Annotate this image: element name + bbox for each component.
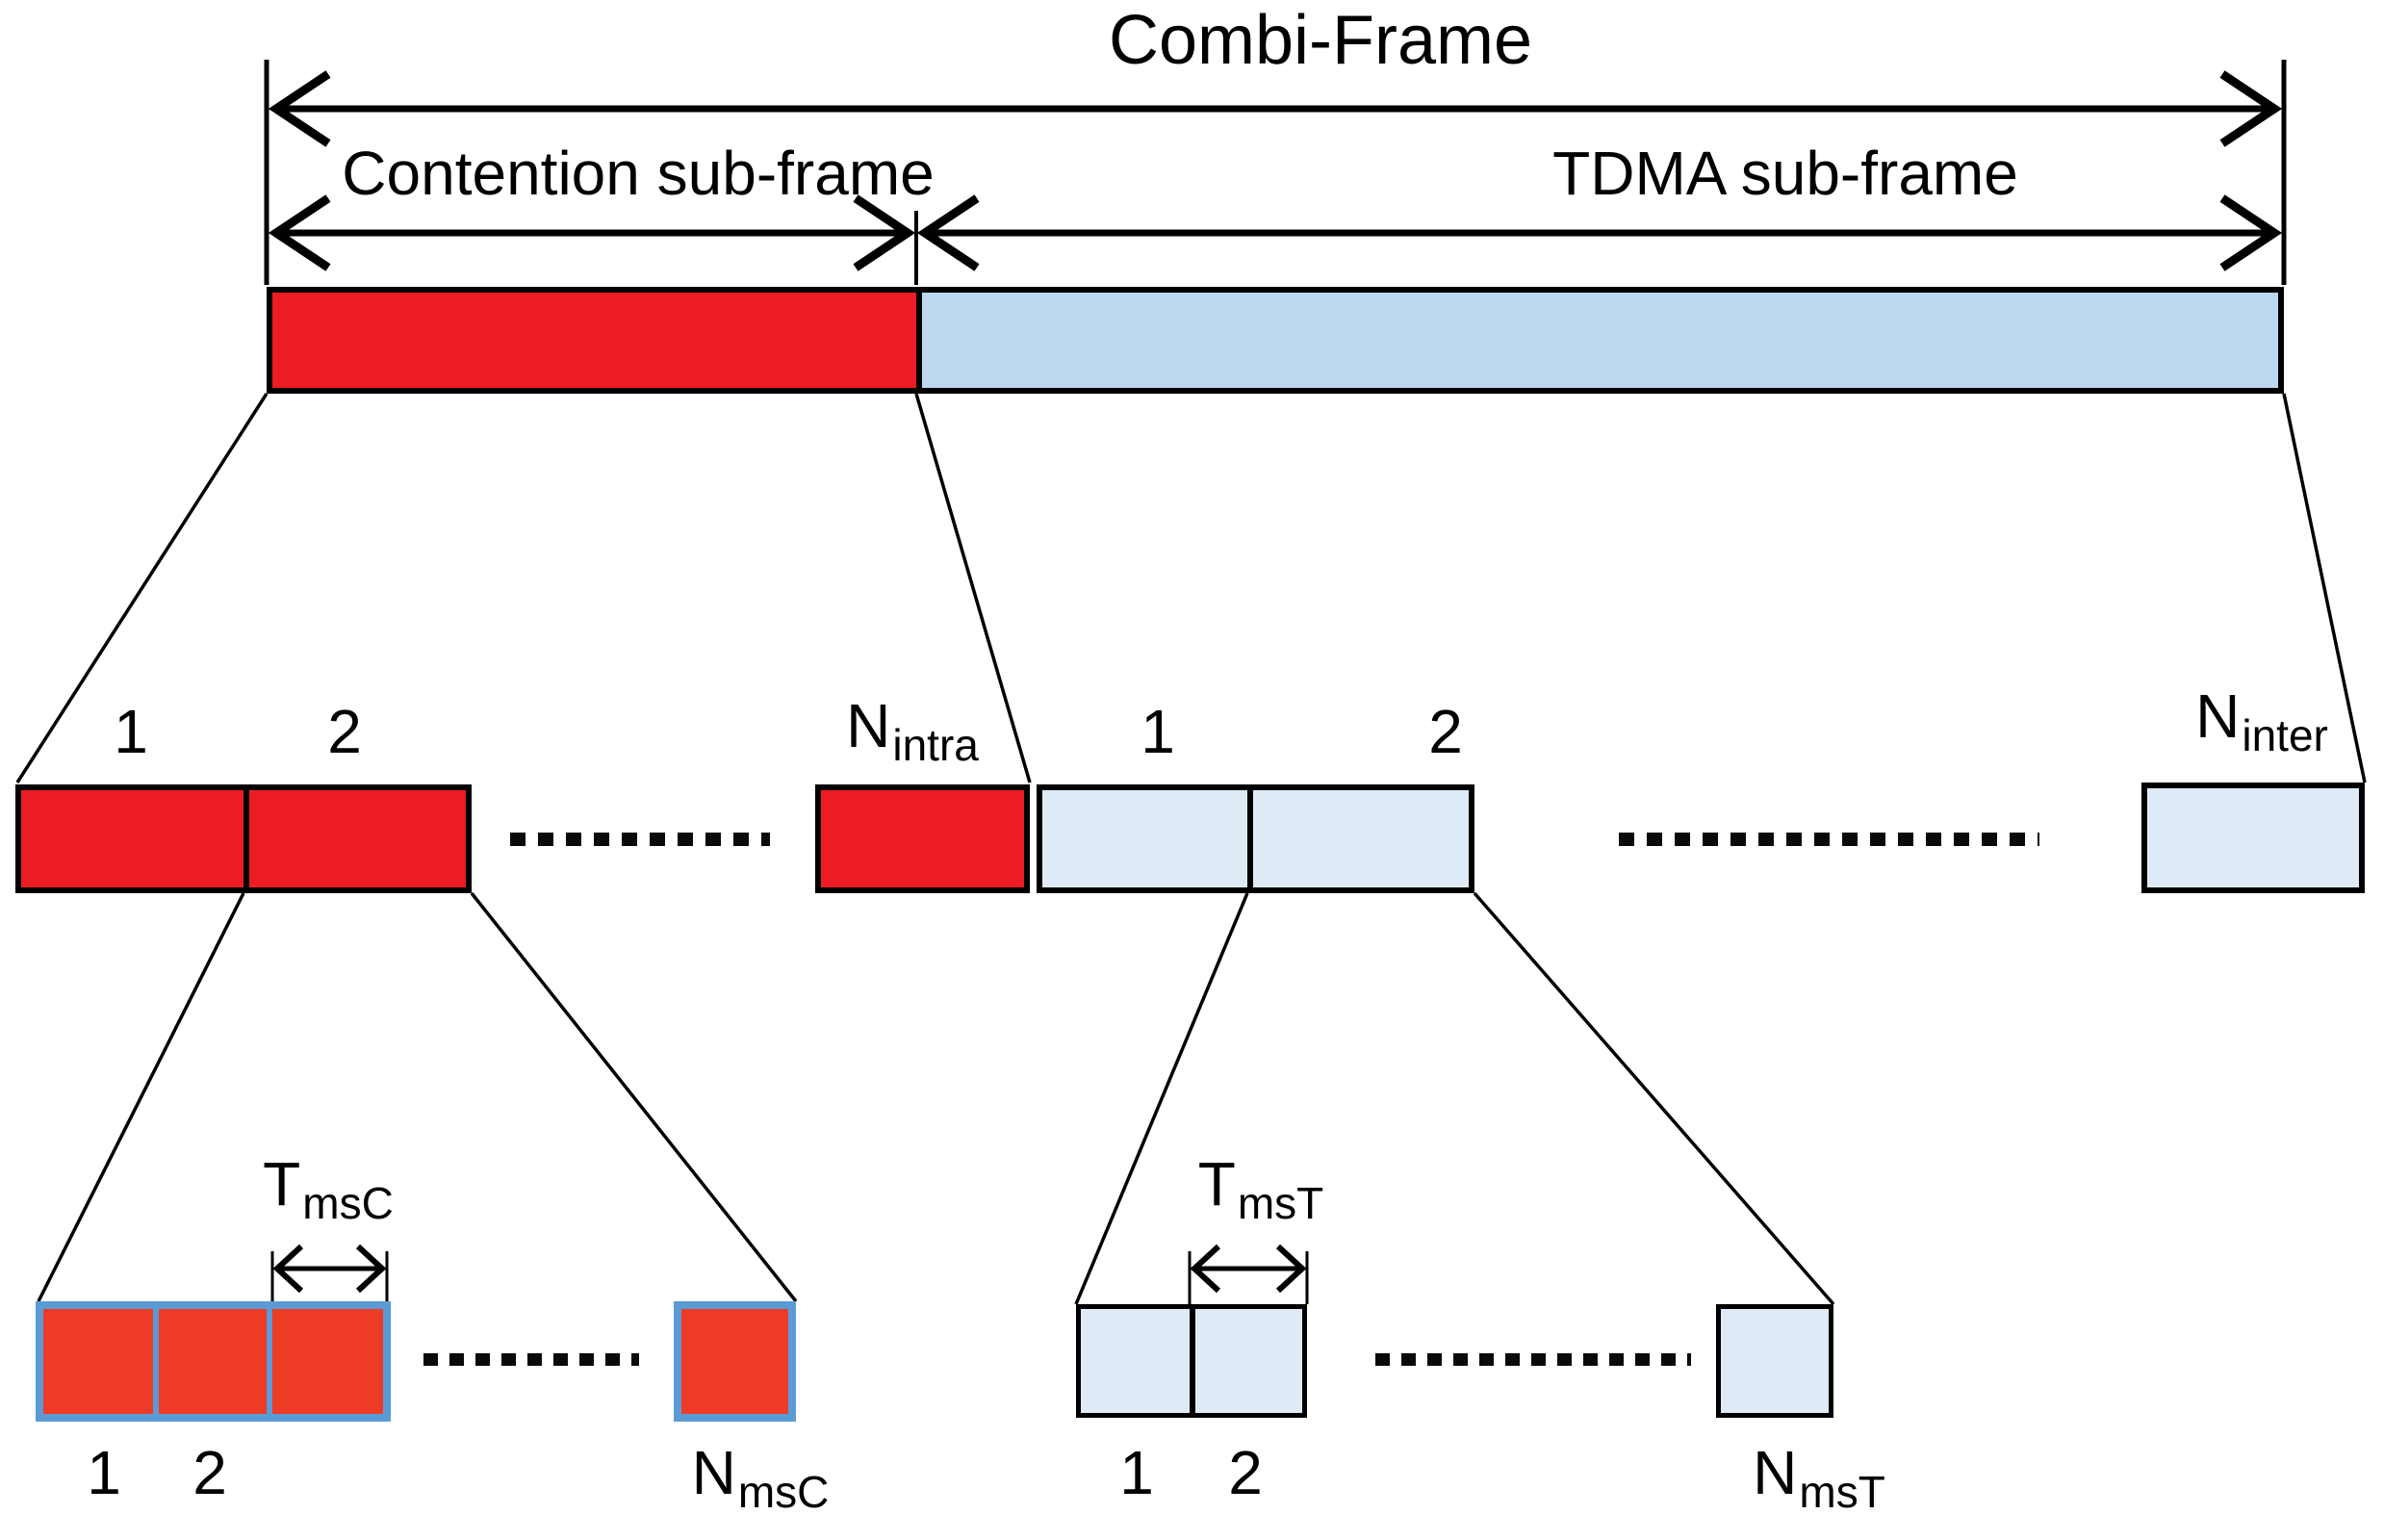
- minislot-t1-label: 1: [1119, 1438, 1154, 1507]
- tdma-slots-ellipsis: [1619, 833, 2039, 846]
- minislot-c1-label: 1: [87, 1438, 121, 1507]
- n-msc-label: NmsC: [691, 1438, 830, 1517]
- contention-slot-pair: [15, 784, 472, 893]
- tdma-minislot-1: [1081, 1309, 1195, 1413]
- tdma-minislot-2: [1195, 1309, 1302, 1413]
- contention-minislot-group: [36, 1301, 391, 1422]
- t-msc-label: TmsC: [263, 1149, 394, 1228]
- tdma-subframe-label: TDMA sub-frame: [1552, 139, 2018, 208]
- expansion-line-minislotT-right: [1473, 891, 1835, 1306]
- contention-slots-ellipsis: [510, 833, 770, 846]
- n-mst-label: NmsT: [1753, 1438, 1885, 1517]
- tdma-slot-pair: [1037, 784, 1474, 893]
- minislot-c2-label: 2: [192, 1438, 227, 1507]
- contention-minislot-2: [159, 1309, 272, 1414]
- expansion-line-minislotC-right: [470, 891, 798, 1303]
- diagram-title: Combi-Frame: [1108, 2, 1533, 79]
- tdma-slot1-label: 1: [1141, 697, 1175, 766]
- contention-slot1-label: 1: [114, 697, 148, 766]
- contention-subframe-segment: [272, 293, 922, 388]
- tdma-slot2-label: 2: [1428, 697, 1463, 766]
- contention-minislot-1: [43, 1309, 159, 1414]
- tdma-minislots-ellipsis: [1375, 1353, 1691, 1366]
- tdma-slot-2: [1253, 790, 1469, 887]
- tdma-slot-1: [1042, 790, 1253, 887]
- contention-subframe-label: Contention sub-frame: [342, 139, 935, 208]
- contention-slot2-label: 2: [327, 697, 362, 766]
- tdma-minislot-n-mst: [1716, 1304, 1833, 1418]
- expansion-line-contention-left: [15, 393, 269, 783]
- minislot-t2-label: 2: [1228, 1438, 1263, 1507]
- contention-span-arrow: [268, 194, 916, 271]
- combi-frame-span-arrow: [268, 70, 2283, 147]
- expansion-line-contention-right: [914, 393, 1032, 783]
- contention-slot-1: [21, 790, 249, 887]
- t-mst-duration-arrow: [1188, 1244, 1309, 1304]
- tdma-slot-n-inter: [2141, 783, 2365, 893]
- t-mst-label: TmsT: [1197, 1149, 1324, 1228]
- tdma-minislot-group: [1076, 1304, 1307, 1418]
- contention-minislot-3: [272, 1309, 383, 1414]
- n-inter-label: Ninter: [2195, 681, 2328, 760]
- expansion-line-tdma-right: [2282, 393, 2367, 783]
- contention-minislot-n-msc: [674, 1301, 796, 1422]
- t-msc-duration-arrow: [270, 1244, 389, 1301]
- tdma-span-arrow: [916, 194, 2283, 271]
- combi-frame-bar: [267, 287, 2284, 394]
- expansion-line-minislotC-left: [37, 892, 245, 1302]
- n-intra-label: Nintra: [846, 691, 979, 770]
- contention-slot-2: [249, 790, 466, 887]
- tdma-subframe-segment: [922, 293, 2278, 388]
- expansion-line-minislotT-left: [1074, 892, 1249, 1305]
- contention-minislots-ellipsis: [423, 1353, 639, 1366]
- contention-slot-n-intra: [815, 784, 1030, 893]
